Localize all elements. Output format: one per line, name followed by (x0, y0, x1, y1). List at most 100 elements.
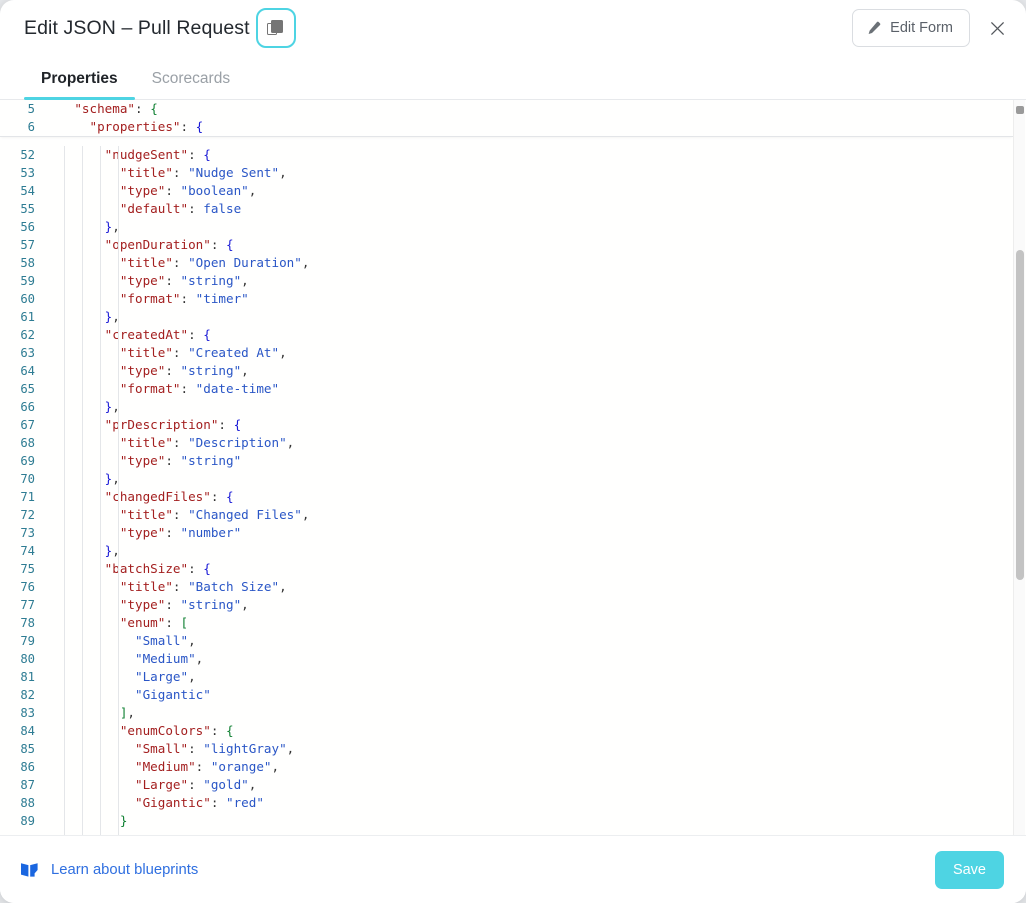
code-line[interactable]: 62 "createdAt": { (0, 326, 1013, 344)
code-line[interactable]: 88 "Gigantic": "red" (0, 794, 1013, 812)
code-line[interactable]: 67 "prDescription": { (0, 416, 1013, 434)
line-content[interactable]: "createdAt": { (44, 326, 1013, 344)
tab-scorecards[interactable]: Scorecards (135, 70, 247, 99)
line-content[interactable]: } (44, 812, 1013, 830)
code-token: , (248, 183, 257, 198)
code-line[interactable]: 85 "Small": "lightGray", (0, 740, 1013, 758)
line-content[interactable]: "enum": [ (44, 614, 1013, 632)
line-content[interactable]: "Large", (44, 668, 1013, 686)
line-content[interactable]: "Small", (44, 632, 1013, 650)
line-content[interactable]: "format": "timer" (44, 290, 1013, 308)
line-content[interactable]: "title": "Description", (44, 434, 1013, 452)
close-button[interactable] (982, 13, 1012, 43)
line-content[interactable]: "batchSize": { (44, 560, 1013, 578)
line-number: 83 (20, 706, 35, 720)
code-line[interactable]: 76 "title": "Batch Size", (0, 578, 1013, 596)
line-content[interactable]: "type": "string", (44, 272, 1013, 290)
code-token: } (104, 309, 113, 324)
line-content[interactable]: "type": "boolean", (44, 182, 1013, 200)
code-line[interactable]: 60 "format": "timer" (0, 290, 1013, 308)
code-line[interactable]: 59 "type": "string", (0, 272, 1013, 290)
line-content[interactable]: "Small": "lightGray", (44, 740, 1013, 758)
code-line[interactable]: 65 "format": "date-time" (0, 380, 1013, 398)
line-content[interactable]: "type": "string" (44, 452, 1013, 470)
code-line[interactable]: 56 }, (0, 218, 1013, 236)
line-content[interactable]: "prDescription": { (44, 416, 1013, 434)
line-content[interactable]: "type": "string", (44, 596, 1013, 614)
line-content[interactable]: }, (44, 218, 1013, 236)
line-content[interactable]: }, (44, 398, 1013, 416)
line-content[interactable]: "title": "Open Duration", (44, 254, 1013, 272)
code-line[interactable]: 68 "title": "Description", (0, 434, 1013, 452)
code-line[interactable]: 82 "Gigantic" (0, 686, 1013, 704)
line-content[interactable]: "type": "number" (44, 524, 1013, 542)
code-token: : (210, 795, 226, 810)
code-token: "enum" (119, 615, 166, 630)
tab-properties[interactable]: Properties (24, 70, 135, 100)
line-content[interactable]: "type": "string", (44, 362, 1013, 380)
code-line[interactable]: 53 "title": "Nudge Sent", (0, 164, 1013, 182)
line-content[interactable]: "Medium", (44, 650, 1013, 668)
save-button[interactable]: Save (934, 850, 1004, 889)
code-line[interactable]: 72 "title": "Changed Files", (0, 506, 1013, 524)
code-line[interactable]: 86 "Medium": "orange", (0, 758, 1013, 776)
code-line[interactable]: 64 "type": "string", (0, 362, 1013, 380)
line-content[interactable]: "Medium": "orange", (44, 758, 1013, 776)
editor-scroll-area[interactable]: 5 "schema": {6 "properties": { 52 "nudge… (0, 100, 1026, 835)
code-line[interactable]: 66 }, (0, 398, 1013, 416)
line-content[interactable]: "title": "Nudge Sent", (44, 164, 1013, 182)
code-line[interactable]: 55 "default": false (0, 200, 1013, 218)
code-line[interactable]: 58 "title": "Open Duration", (0, 254, 1013, 272)
code-line[interactable]: 70 }, (0, 470, 1013, 488)
line-content[interactable]: "openDuration": { (44, 236, 1013, 254)
line-content[interactable]: "format": "date-time" (44, 380, 1013, 398)
code-line[interactable]: 89 } (0, 812, 1013, 830)
code-line[interactable]: 80 "Medium", (0, 650, 1013, 668)
line-content[interactable]: "nudgeSent": { (44, 146, 1013, 164)
line-content[interactable]: "default": false (44, 200, 1013, 218)
code-line[interactable]: 6 "properties": { (0, 118, 1013, 136)
line-content[interactable]: "title": "Batch Size", (44, 578, 1013, 596)
code-line[interactable]: 78 "enum": [ (0, 614, 1013, 632)
line-content[interactable]: "title": "Changed Files", (44, 506, 1013, 524)
code-line[interactable]: 71 "changedFiles": { (0, 488, 1013, 506)
copy-json-button[interactable] (255, 8, 296, 48)
code-line[interactable]: 63 "title": "Created At", (0, 344, 1013, 362)
code-line[interactable]: 77 "type": "string", (0, 596, 1013, 614)
code-line[interactable]: 69 "type": "string" (0, 452, 1013, 470)
line-content[interactable]: "enumColors": { (44, 722, 1013, 740)
line-content[interactable]: "Gigantic" (44, 686, 1013, 704)
line-content[interactable]: "Large": "gold", (44, 776, 1013, 794)
line-content[interactable]: }, (44, 542, 1013, 560)
line-content[interactable]: "properties": { (44, 118, 1013, 136)
code-line[interactable]: 54 "type": "boolean", (0, 182, 1013, 200)
code-line[interactable]: 87 "Large": "gold", (0, 776, 1013, 794)
code-line[interactable]: 83 ], (0, 704, 1013, 722)
scrollbar-thumb[interactable] (1016, 250, 1024, 580)
code-line[interactable]: 73 "type": "number" (0, 524, 1013, 542)
code-line[interactable]: 5 "schema": { (0, 100, 1013, 118)
line-content[interactable]: "Gigantic": "red" (44, 794, 1013, 812)
editor-vertical-scrollbar[interactable] (1013, 100, 1025, 835)
code-token: "type" (119, 273, 166, 288)
line-content[interactable]: }, (44, 470, 1013, 488)
line-content[interactable]: "title": "Created At", (44, 344, 1013, 362)
code-line[interactable]: 74 }, (0, 542, 1013, 560)
line-content[interactable]: }, (44, 308, 1013, 326)
line-content[interactable]: "schema": { (44, 100, 1013, 118)
code-line[interactable]: 75 "batchSize": { (0, 560, 1013, 578)
code-line[interactable]: 84 "enumColors": { (0, 722, 1013, 740)
learn-about-blueprints-link[interactable]: Learn about blueprints (20, 861, 198, 878)
editor-code-area[interactable]: 52 "nudgeSent": {53 "title": "Nudge Sent… (0, 146, 1013, 835)
code-line[interactable]: 79 "Small", (0, 632, 1013, 650)
json-editor[interactable]: 5 "schema": {6 "properties": { 52 "nudge… (0, 100, 1026, 835)
line-content[interactable]: "changedFiles": { (44, 488, 1013, 506)
edit-form-button[interactable]: Edit Form (852, 9, 970, 47)
code-line[interactable]: 81 "Large", (0, 668, 1013, 686)
line-content[interactable]: ], (44, 704, 1013, 722)
line-number: 72 (20, 508, 35, 522)
code-line[interactable]: 57 "openDuration": { (0, 236, 1013, 254)
code-line[interactable]: 52 "nudgeSent": { (0, 146, 1013, 164)
code-line[interactable]: 61 }, (0, 308, 1013, 326)
